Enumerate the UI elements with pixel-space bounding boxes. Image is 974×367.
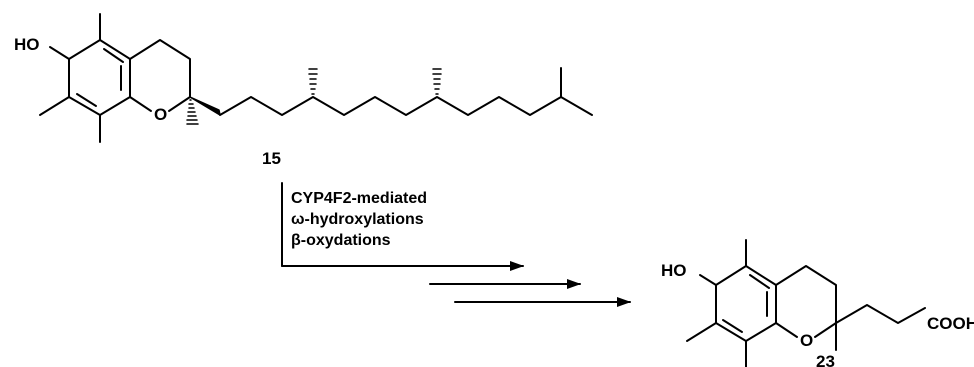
product-carboxyethyl-chain [835,304,926,324]
reactant-ring-o-bond [129,96,152,112]
product-ring-o-bond [814,322,837,338]
reactant-chain-hashed-methyl-2 [432,68,442,95]
reaction-conditions: CYP4F2-mediated ω-hydroxylations β-oxyda… [291,190,427,249]
condition-omega-hydroxylation: ω-hydroxylations [291,211,424,228]
product-hydroxyl-label: HO [661,261,687,280]
reactant-hydroxyl-bond [49,46,70,60]
product-acid-label: COOH [927,314,974,333]
product-ring-o-bond [775,322,798,338]
product-hydroxyl-bond [699,274,717,286]
compound-15-structure: HO O 15 [14,13,593,168]
reactant-phytyl-chain [219,96,593,116]
reactant-hydroxyl-label: HO [14,35,40,54]
reactant-ring-double-bond [103,48,124,63]
compound-23-structure: HO O COOH 23 [661,239,974,367]
product-ring-double-bond [749,274,770,289]
product-ring-oxygen-label: O [800,331,813,350]
reactant-ring-o-bond [168,96,191,112]
reactant-pyran-ring [129,39,191,98]
condition-enzyme: CYP4F2-mediated [291,190,427,207]
reactant-c2-wedge-bond [189,96,221,116]
product-pyran-ring [775,265,837,324]
reactant-chain-hashed-methyl-1 [308,68,318,95]
product-methyl-7 [686,322,717,342]
reactant-c2-hashed-methyl [186,99,199,125]
reactant-ring-double-bond [76,93,97,107]
reactant-ring-oxygen-label: O [154,105,167,124]
reaction-arrows [281,182,631,307]
reactant-compound-number: 15 [262,149,281,168]
reactant-methyl-7 [39,96,70,116]
product-ring-double-bond [722,319,743,333]
product-compound-number: 23 [816,352,835,367]
condition-beta-oxidation: β-oxydations [291,232,391,249]
